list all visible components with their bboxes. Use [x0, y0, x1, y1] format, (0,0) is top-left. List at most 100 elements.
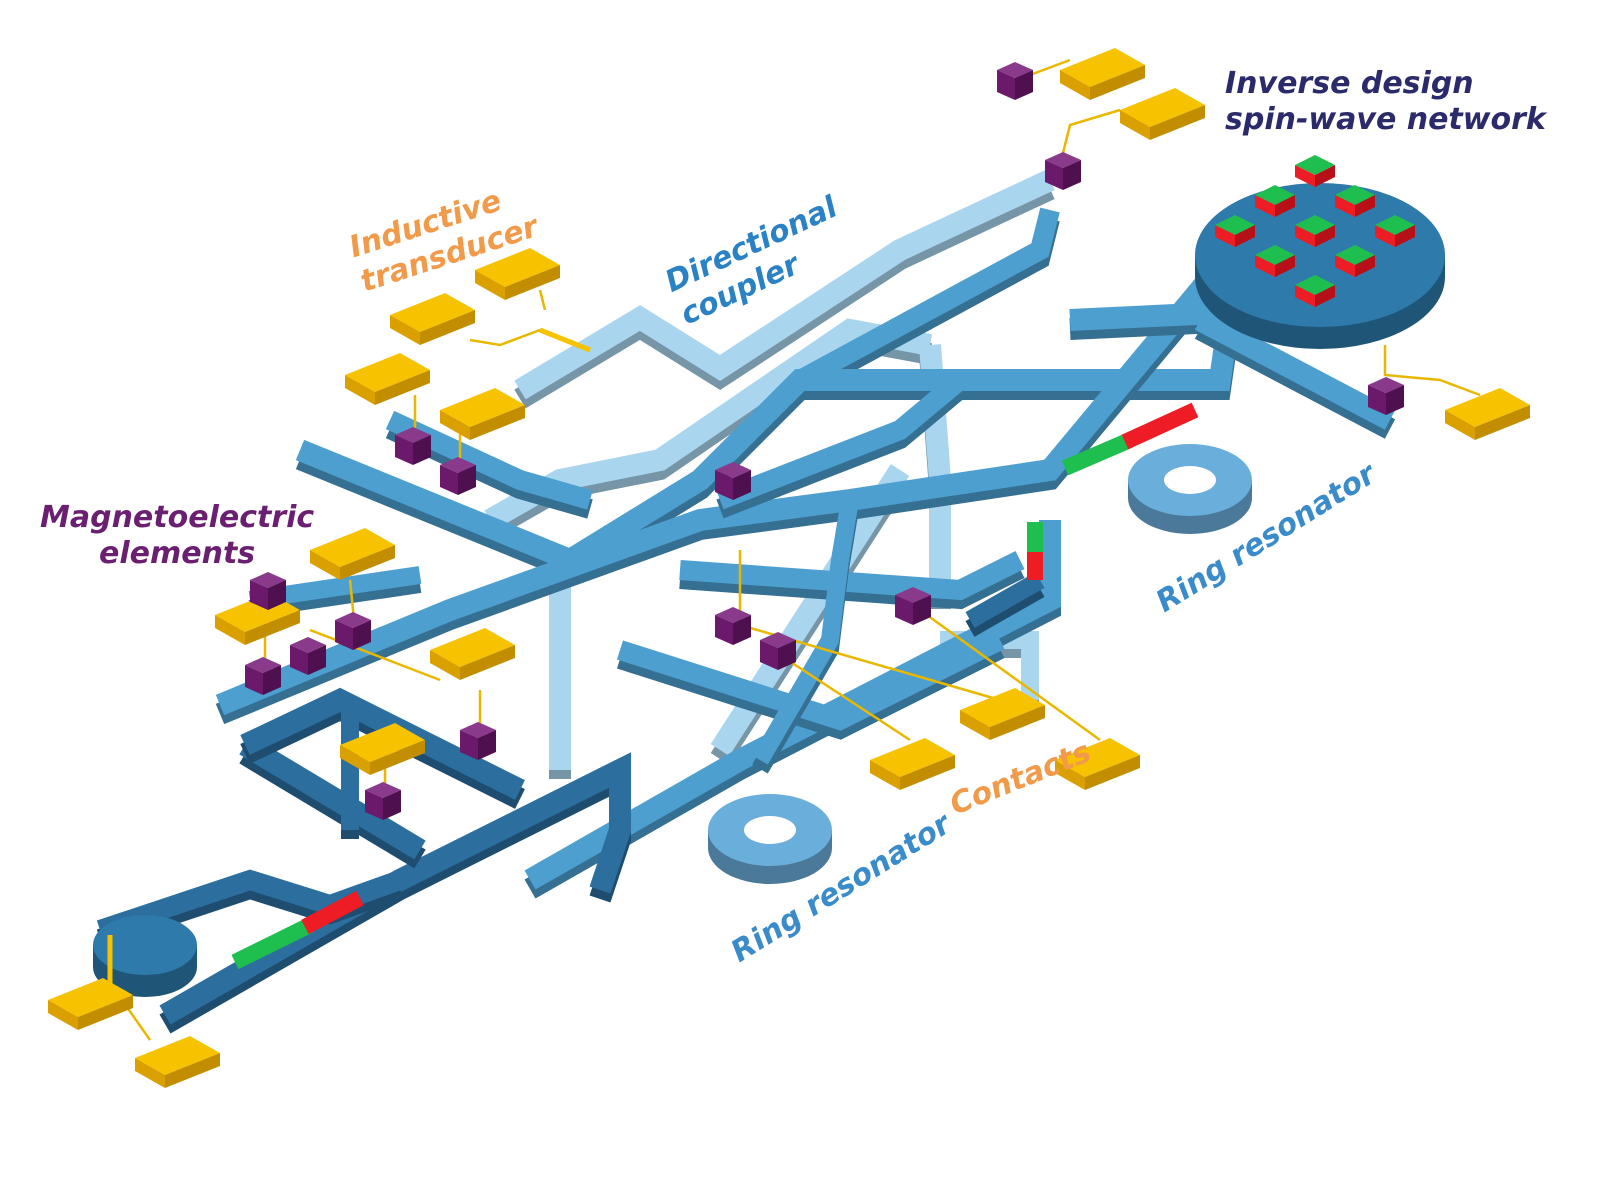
contact-pad	[440, 388, 525, 427]
inverse-design-magnet-side	[1255, 255, 1275, 277]
magnetoelectric-cube-side	[1386, 385, 1404, 415]
inverse-design-magnet-side	[1295, 165, 1315, 187]
contact-pad-side	[900, 755, 955, 790]
magnetoelectric-cube-side	[1015, 70, 1033, 100]
magnetoelectric-cube-side	[395, 435, 413, 465]
contact-pad	[1445, 388, 1530, 427]
ring-resonator-bottom-hole	[744, 816, 796, 844]
contact-pad-side	[1055, 760, 1085, 790]
contact-pad-side	[165, 1053, 220, 1088]
waveguide-mid	[385, 410, 593, 510]
contact-pad	[48, 978, 133, 1017]
contact-pad-side	[390, 315, 420, 345]
magnetoelectric-cube-side	[997, 70, 1015, 100]
contact-wire	[538, 289, 547, 311]
contact-pad	[390, 293, 475, 332]
contact-pad	[135, 1036, 220, 1075]
contact-pad	[1120, 88, 1205, 127]
inverse-design-magnet-side	[1215, 225, 1235, 247]
contact-pad-side	[420, 310, 475, 345]
contact-pad-side	[135, 1058, 165, 1088]
magnetoelectric-cube-side	[1045, 160, 1063, 190]
magnetoelectric-cube-side	[365, 790, 383, 820]
contact-pad	[310, 528, 395, 567]
contact-pad-side	[1150, 105, 1205, 140]
inverse-design-magnet-side	[1315, 225, 1335, 247]
contact-wire	[919, 608, 1101, 742]
contact-pad-side	[470, 405, 525, 440]
contact-pad	[1055, 738, 1140, 777]
input-disc	[93, 915, 197, 975]
contact-pad-side	[505, 265, 560, 300]
contact-pad-side	[440, 410, 470, 440]
magnetoelectric-cube-side	[460, 730, 478, 760]
magnetoelectric-cube-side	[478, 730, 496, 760]
contact-pad-side	[1085, 755, 1140, 790]
inverse-design-magnet-side	[1395, 225, 1415, 247]
contact-pad	[345, 353, 430, 392]
magnet-segment	[1061, 432, 1134, 476]
contact-pad-side	[460, 645, 515, 680]
contact-wire	[779, 653, 911, 742]
magnet-segment	[301, 890, 364, 935]
magnetoelectric-cube-side	[1368, 385, 1386, 415]
magnetoelectric-cube-side	[263, 665, 281, 695]
contact-pad-side	[345, 375, 375, 405]
contact-wire	[469, 328, 541, 347]
inverse-design-magnet-side	[1295, 225, 1315, 247]
magnetoelectric-cube-side	[290, 645, 308, 675]
contact-pad-side	[340, 745, 370, 775]
contact-pad	[340, 723, 425, 762]
contact-pad-side	[870, 760, 900, 790]
waveguide-dark	[96, 869, 404, 940]
contact-wire	[1058, 108, 1121, 166]
magnetoelectric-cube-side	[733, 615, 751, 645]
magnetoelectric-cube-side	[440, 465, 458, 495]
contact-pad-side	[215, 615, 245, 645]
magnetoelectric-cube-side	[458, 465, 476, 495]
inverse-design-magnet-side	[1275, 255, 1295, 277]
waveguide-mid	[524, 520, 1061, 890]
contact-pad	[960, 688, 1045, 727]
contact-wire	[1383, 345, 1481, 397]
magnetoelectric-cube-side	[413, 435, 431, 465]
label-inverse-design: Inverse design spin-wave network	[1225, 66, 1546, 137]
contact-pad-side	[475, 270, 505, 300]
inverse-design-magnet-side	[1335, 255, 1355, 277]
magnetoelectric-cube-side	[778, 640, 796, 670]
magnet-segment	[231, 917, 314, 970]
magnetoelectric-cube-side	[1063, 160, 1081, 190]
contact-pad-side	[430, 650, 460, 680]
contact-wire	[309, 628, 441, 682]
contact-pad	[430, 628, 515, 667]
contact-pad-side	[1060, 70, 1090, 100]
magnetoelectric-cube-side	[913, 595, 931, 625]
waveguide-dark	[965, 572, 1045, 628]
contact-pad-side	[48, 1000, 78, 1030]
contact-pad-side	[990, 705, 1045, 740]
inverse-design-magnet-side	[1235, 225, 1255, 247]
waveguide-dark	[239, 735, 426, 860]
inverse-design-disc	[1195, 183, 1445, 327]
waveguide-mid	[616, 631, 1005, 731]
inverse-design-magnet-side	[1295, 285, 1315, 307]
magnetoelectric-cube-side	[715, 615, 733, 645]
contact-pad	[475, 248, 560, 287]
inverse-design-magnet-side	[1355, 195, 1375, 217]
contact-pad-side	[1475, 405, 1530, 440]
inverse-design-magnet-side	[1275, 195, 1295, 217]
inverse-design-magnet-side	[1355, 255, 1375, 277]
magnetoelectric-cube-side	[733, 470, 751, 500]
magnetoelectric-cube-side	[760, 640, 778, 670]
contact-pad-side	[245, 610, 300, 645]
inverse-design-magnet-side	[1335, 195, 1355, 217]
waveguide-light	[514, 170, 1055, 400]
magnetoelectric-cube-side	[250, 580, 268, 610]
contact-pad-side	[1090, 65, 1145, 100]
inductive-transducer-antenna	[539, 327, 591, 353]
contact-pad-side	[1120, 110, 1150, 140]
contact-wire	[1029, 58, 1071, 77]
magnetoelectric-cube-side	[715, 470, 733, 500]
magnet-segment	[1121, 402, 1199, 450]
